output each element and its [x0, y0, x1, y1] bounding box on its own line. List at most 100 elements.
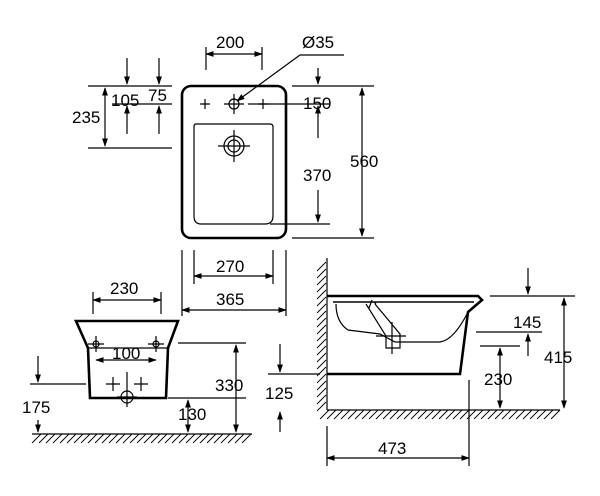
hatch-line [52, 433, 63, 444]
hatch-line [87, 433, 98, 444]
hatch-line [101, 433, 112, 444]
hatch-line [319, 409, 330, 420]
hatch-line [316, 310, 327, 321]
dims-side-right: 145 415 230 [476, 268, 575, 409]
hatch-line [157, 433, 168, 444]
label-473: 473 [378, 439, 406, 458]
hatch-line [396, 409, 407, 420]
dims-bottom-top: 270 365 [181, 250, 287, 316]
hatch-line [115, 433, 126, 444]
hatch-line [164, 433, 175, 444]
hatch-line [431, 409, 442, 420]
hatch-line [316, 324, 327, 335]
hatch-line [410, 409, 421, 420]
hatch-line [417, 409, 428, 420]
bowl-outline [193, 123, 274, 225]
hatch-line [480, 409, 491, 420]
hatch-line [122, 433, 133, 444]
front-waste-marks [106, 377, 148, 391]
fixing-hole-marks [200, 99, 268, 109]
label-75: 75 [148, 86, 167, 105]
front-fixing-marks [88, 336, 164, 352]
label-175: 175 [22, 398, 50, 417]
tap-hole-crosshair [224, 94, 244, 114]
hatch-line [529, 409, 540, 420]
label-365: 365 [216, 290, 244, 309]
hatch-line [316, 373, 327, 384]
hatch-line [316, 359, 327, 370]
hatch-line [459, 409, 470, 420]
hatch-line [487, 409, 498, 420]
label-415: 415 [544, 348, 572, 367]
hatch-line [94, 433, 105, 444]
hatch-line [466, 409, 477, 420]
hatch-line [494, 409, 505, 420]
hatch-line [316, 296, 327, 307]
side-drain-crosshair [376, 322, 406, 354]
hatch-line [382, 409, 393, 420]
hatch-line [438, 409, 449, 420]
hatch-line [316, 303, 327, 314]
hatch-line [316, 352, 327, 363]
hatch-line [234, 433, 245, 444]
hatch-line [316, 268, 327, 279]
hatch-line [129, 433, 140, 444]
dim-100: 100 [95, 344, 157, 363]
label-150: 150 [303, 94, 331, 113]
hatch-line [445, 409, 456, 420]
dim-200: 200 [205, 33, 263, 70]
hatch-line [316, 345, 327, 356]
hatch-line [354, 409, 365, 420]
hatch-line [452, 409, 463, 420]
dim-175: 175 [22, 356, 86, 433]
hatch-line [316, 317, 327, 328]
hatch-line [389, 409, 400, 420]
hatch-line [522, 409, 533, 420]
front-view [73, 319, 180, 407]
side-view [316, 258, 561, 420]
hatch-line [508, 409, 519, 420]
hatch-line [375, 409, 386, 420]
dim-dia35: Ø35 [236, 33, 344, 102]
hatch-line [316, 401, 327, 412]
hatch-line [38, 433, 49, 444]
hatch-line [333, 409, 344, 420]
hatch-line [316, 289, 327, 300]
label-230-front: 230 [110, 279, 138, 298]
label-230-side: 230 [484, 370, 512, 389]
hatch-line [340, 409, 351, 420]
dims-front-right: 330 130 [168, 342, 246, 433]
label-370: 370 [303, 166, 331, 185]
hatch-line [316, 338, 327, 349]
hatch-line [241, 433, 252, 444]
side-trap [365, 303, 401, 349]
floor-front [31, 433, 252, 444]
hatch-line [59, 433, 70, 444]
hatch-line [73, 433, 84, 444]
hatch-line [108, 433, 119, 444]
hatch-line [316, 366, 327, 377]
hatch-line [316, 331, 327, 342]
hatch-line [368, 409, 379, 420]
hatch-line [150, 433, 161, 444]
dim-125: 125 [265, 344, 320, 432]
hatch-line [361, 409, 372, 420]
hatch-line [143, 433, 154, 444]
dims-left-top: 105 75 235 [72, 58, 172, 149]
label-330: 330 [215, 376, 243, 395]
side-bowl-curve [335, 303, 469, 343]
hatch-line [536, 409, 547, 420]
hatch-line [424, 409, 435, 420]
hatch-line [316, 261, 327, 272]
hatch-line [316, 380, 327, 391]
label-200: 200 [216, 33, 244, 52]
label-100: 100 [112, 344, 140, 363]
hatch-line [199, 433, 210, 444]
hatch-line [206, 433, 217, 444]
hatch-line [178, 433, 189, 444]
dim-473: 473 [326, 380, 470, 466]
hatch-line [515, 409, 526, 420]
hatch-line [473, 409, 484, 420]
